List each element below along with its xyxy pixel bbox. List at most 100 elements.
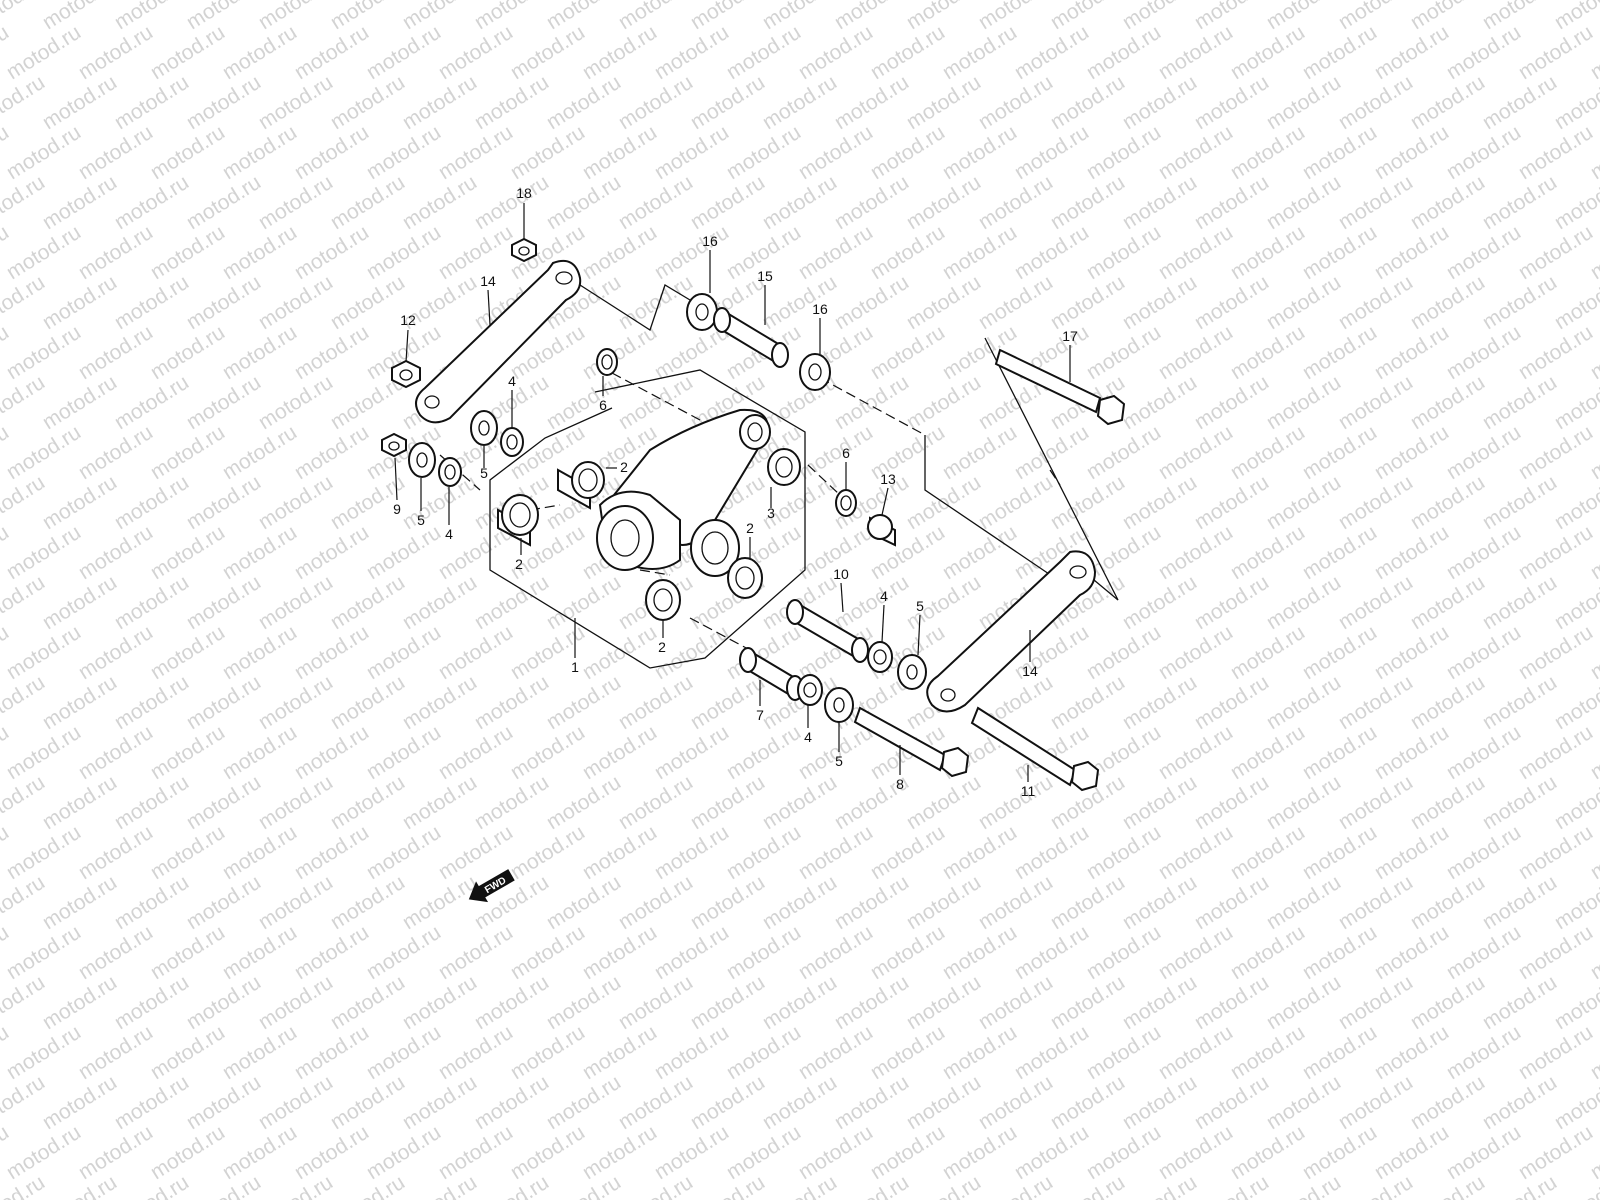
watermark-text: motod.ru [1514,321,1596,384]
watermark-text: motod.ru [326,871,408,934]
watermark-text: motod.ru [1154,221,1236,284]
watermark-text: motod.ru [110,171,192,234]
watermark-text: motod.ru [1550,471,1600,534]
watermark-text: motod.ru [506,21,588,84]
watermark-text: motod.ru [434,1121,516,1184]
watermark-text: motod.ru [1298,621,1380,684]
watermark-text: motod.ru [218,1121,300,1184]
watermark-text: motod.ru [218,21,300,84]
watermark-text: motod.ru [1082,1121,1164,1184]
watermark-text: motod.ru [866,221,948,284]
watermark-text: motod.ru [1514,821,1596,884]
watermark-text: motod.ru [1154,821,1236,884]
watermark-text: motod.ru [290,821,372,884]
watermark-text: motod.ru [0,271,49,334]
watermark-text: motod.ru [74,421,156,484]
watermark-text: motod.ru [0,171,49,234]
watermark-text: motod.ru [110,571,192,634]
watermark-text: motod.ru [362,121,444,184]
watermark-text: motod.ru [1298,121,1380,184]
watermark-text: motod.ru [1226,121,1308,184]
watermark-text: motod.ru [578,621,660,684]
watermark-text: motod.ru [1370,421,1452,484]
part-4-seal-b [438,457,462,487]
watermark-text: motod.ru [1154,921,1236,984]
part-14-link-upper [415,259,582,424]
watermark-text: motod.ru [1226,421,1308,484]
watermark-text: motod.ru [758,771,840,834]
watermark-text: motod.ru [182,671,264,734]
watermark-text: motod.ru [1514,921,1596,984]
watermark-text: motod.ru [254,971,336,1034]
watermark-text: motod.ru [1298,521,1380,584]
watermark-text: motod.ru [614,271,696,334]
watermark-text: motod.ru [506,1121,588,1184]
callout-2-b: 2 [515,556,523,572]
watermark-text: motod.ru [830,171,912,234]
callout-5-b: 5 [417,512,425,528]
part-8-bolt [853,706,970,778]
callout-7: 7 [756,707,764,723]
watermark-text: motod.ru [1262,1071,1344,1134]
callout-3: 3 [767,505,775,521]
watermark-text: motod.ru [74,721,156,784]
watermark-text: motod.ru [398,571,480,634]
watermark-text: motod.ru [1118,1171,1200,1200]
watermark-text: motod.ru [1406,0,1488,34]
watermark-text: motod.ru [1370,321,1452,384]
watermark-text: motod.ru [614,671,696,734]
watermark-text: motod.ru [866,1121,948,1184]
watermark-text: motod.ru [1370,821,1452,884]
watermark-text: motod.ru [182,771,264,834]
part-4-seal-a [500,427,524,457]
watermark-text: motod.ru [1118,0,1200,34]
watermark-text: motod.ru [1262,671,1344,734]
watermark-text: motod.ru [650,21,732,84]
watermark-text: motod.ru [1010,121,1092,184]
connection-lines [439,284,1119,651]
watermark-text: motod.ru [1190,0,1272,34]
watermark-text: motod.ru [1154,521,1236,584]
watermark-text: motod.ru [0,571,49,634]
watermark-text: motod.ru [1262,171,1344,234]
watermark-text: motod.ru [650,721,732,784]
watermark-text: motod.ru [1082,821,1164,884]
part-18-nut [511,237,537,263]
callout-4-a: 4 [508,373,516,389]
watermark-text: motod.ru [254,671,336,734]
watermark-text: motod.ru [470,1171,552,1200]
watermark-text: motod.ru [398,171,480,234]
watermark-text: motod.ru [974,1171,1056,1200]
watermark-text: motod.ru [74,321,156,384]
watermark-text: motod.ru [1550,171,1600,234]
callout-4-b: 4 [445,526,453,542]
watermark-text: motod.ru [2,21,84,84]
watermark-text: motod.ru [650,221,732,284]
watermark-text: motod.ru [1334,171,1416,234]
callout-5-d: 5 [835,753,843,769]
watermark-text: motod.ru [1334,371,1416,434]
watermark-text: motod.ru [110,71,192,134]
callout-10: 10 [833,566,849,582]
watermark-text: motod.ru [290,421,372,484]
part-2-bearing-d [645,579,681,621]
part-14-link-lower [926,550,1097,713]
watermark-text: motod.ru [1154,321,1236,384]
watermark-text: motod.ru [794,121,876,184]
watermark-text: motod.ru [470,0,552,34]
watermark-text: motod.ru [74,121,156,184]
watermark-text: motod.ru [1550,671,1600,734]
watermark-text: motod.ru [326,1071,408,1134]
watermark-text: motod.ru [938,1021,1020,1084]
watermark-text: motod.ru [38,971,120,1034]
watermark-text: motod.ru [1190,971,1272,1034]
watermark-text: motod.ru [38,1171,120,1200]
watermark-text: motod.ru [1190,1071,1272,1134]
watermark-text: motod.ru [1082,221,1164,284]
watermark-text: motod.ru [254,71,336,134]
watermark-text: motod.ru [578,321,660,384]
watermark-text: motod.ru [182,871,264,934]
part-9-nut [381,432,407,458]
watermark-text: motod.ru [1010,1021,1092,1084]
